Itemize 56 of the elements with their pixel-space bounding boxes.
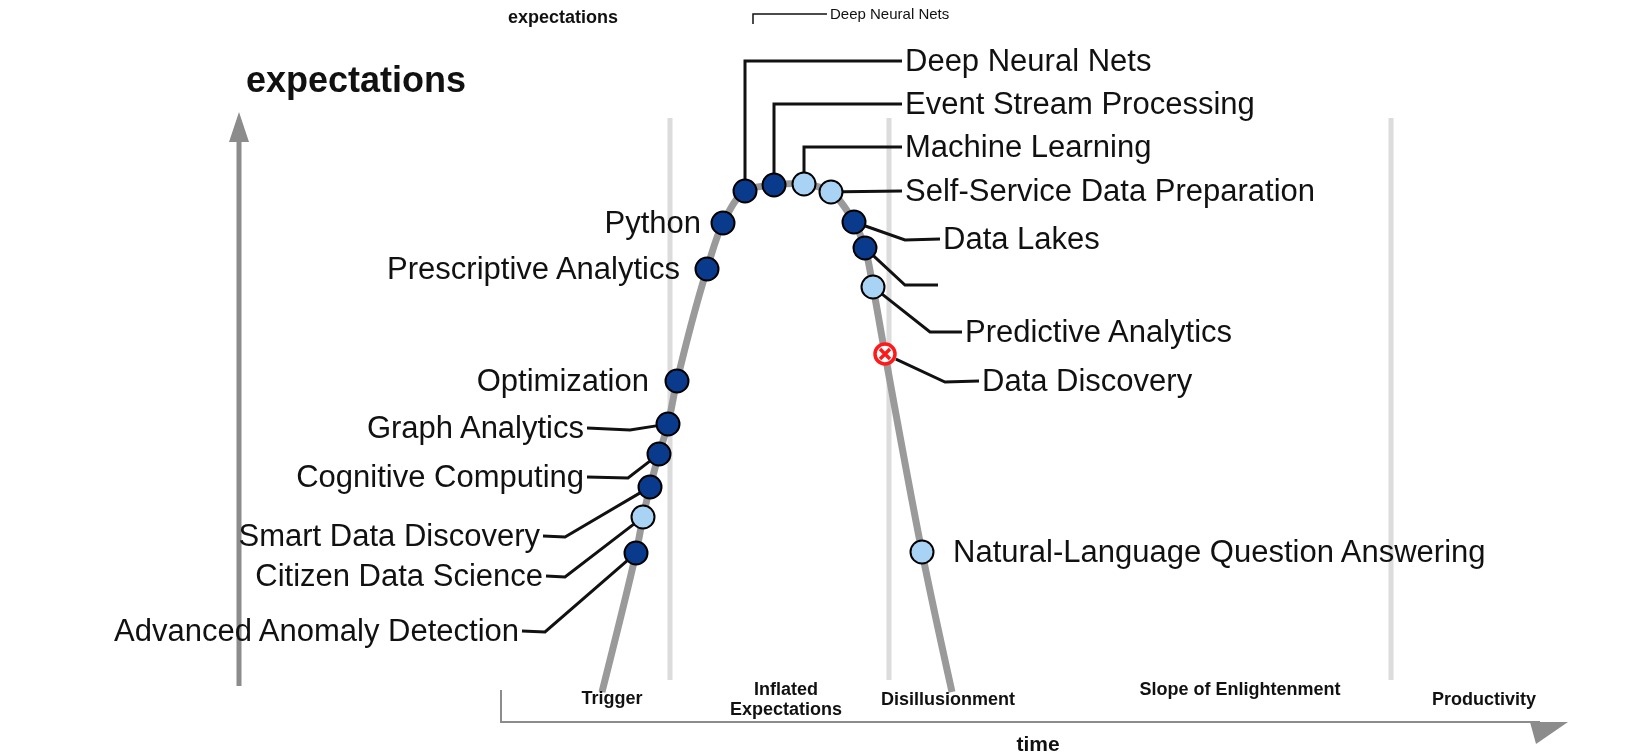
obsolete-marker <box>872 341 898 367</box>
callout-label: Natural-Language Question Answering <box>953 534 1486 570</box>
technology-dot <box>646 441 672 467</box>
technology-dot <box>630 504 656 530</box>
callout-label: Data Discovery <box>982 363 1193 399</box>
callout-label: Smart Data Discovery <box>238 518 540 554</box>
small-axis-title: expectations <box>508 8 618 28</box>
callout-label: Deep Neural Nets <box>905 43 1152 79</box>
technology-dot <box>710 210 736 236</box>
technology-dot <box>623 540 649 566</box>
leader-line <box>752 13 828 25</box>
leader-line <box>864 224 941 242</box>
callout-label: Predictive Analytics <box>965 314 1233 350</box>
callout-label: Citizen Data Science <box>255 558 543 594</box>
callout-label: Data Lakes <box>943 221 1100 257</box>
technology-dot <box>860 274 886 300</box>
leader-line <box>586 424 657 432</box>
technology-dot <box>761 172 787 198</box>
callout-label: Machine Learning <box>905 129 1152 165</box>
technology-dot <box>852 235 878 261</box>
callout-label: Self-Service Data Preparation <box>905 173 1316 209</box>
technology-dot <box>818 179 844 205</box>
phase-label: Inflated Expectations <box>728 680 843 720</box>
callout-label: Advanced Anomaly Detection <box>114 613 519 649</box>
leader-line <box>872 255 938 287</box>
leader-line <box>881 293 962 334</box>
leader-line <box>521 559 628 634</box>
callout-label: Optimization <box>476 363 649 399</box>
phase-label: Slope of Enlightenment <box>1139 680 1341 700</box>
technology-dot <box>791 171 817 197</box>
callout-label: Event Stream Processing <box>905 86 1255 122</box>
phase-label: Disillusionment <box>881 690 1015 710</box>
technology-dot <box>664 368 690 394</box>
technology-dot <box>637 474 663 500</box>
callout-label: Prescriptive Analytics <box>387 251 680 287</box>
leader-line <box>842 189 903 194</box>
callout-label: Graph Analytics <box>366 410 584 446</box>
axis-title: expectations <box>245 60 467 100</box>
leader-line <box>743 59 902 179</box>
callout-label: Cognitive Computing <box>296 459 584 495</box>
technology-dot <box>841 209 867 235</box>
leader-line <box>895 357 980 384</box>
phase-label: Productivity <box>1432 690 1536 710</box>
leader-line <box>772 102 902 173</box>
leader-line <box>586 460 651 480</box>
technology-dot <box>732 178 758 204</box>
axis-title: time <box>1016 732 1060 756</box>
small-callout-label: Deep Neural Nets <box>830 5 950 23</box>
leader-line <box>545 523 635 579</box>
leader-line <box>802 145 902 172</box>
technology-dot <box>694 256 720 282</box>
phase-label: Trigger <box>581 689 643 709</box>
callout-label: Python <box>604 205 701 241</box>
leader-line <box>542 491 641 539</box>
technology-dot <box>655 411 681 437</box>
technology-dot <box>909 539 935 565</box>
